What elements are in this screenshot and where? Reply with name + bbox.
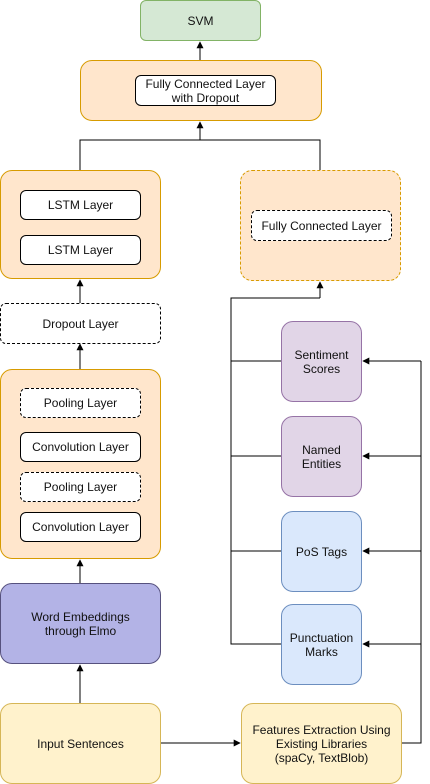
word-embeddings-node: Word Embeddings through Elmo xyxy=(0,583,161,664)
sentiment-scores-node: Sentiment Scores xyxy=(281,321,362,402)
pooling-layer-bottom: Pooling Layer xyxy=(20,472,141,502)
convolution-layer-top: Convolution Layer xyxy=(20,432,141,462)
features-extraction-node: Features Extraction Using Existing Libra… xyxy=(241,703,402,784)
fully-connected-layer-node: Fully Connected Layer xyxy=(251,210,392,241)
svm-node: SVM xyxy=(140,0,261,41)
dropout-layer: Dropout Layer xyxy=(0,303,161,344)
lstm-layer-top: LSTM Layer xyxy=(20,190,141,220)
arrow-punct-to-bus xyxy=(230,297,320,645)
fc-dropout-node: Fully Connected Layer with Dropout xyxy=(135,75,276,106)
pooling-layer-top: Pooling Layer xyxy=(20,388,141,418)
lstm-layer-bottom: LSTM Layer xyxy=(20,235,141,265)
arrow-fc-right-to-merge xyxy=(200,139,321,170)
arrow-lstm-to-merge xyxy=(79,139,200,170)
arrow-features-to-bus xyxy=(401,361,422,744)
punctuation-marks-node: Punctuation Marks xyxy=(281,604,362,685)
convolution-layer-bottom: Convolution Layer xyxy=(20,512,141,542)
named-entities-node: Named Entities xyxy=(281,416,362,497)
input-sentences-node: Input Sentences xyxy=(0,703,161,784)
pos-tags-node: PoS Tags xyxy=(281,511,362,592)
